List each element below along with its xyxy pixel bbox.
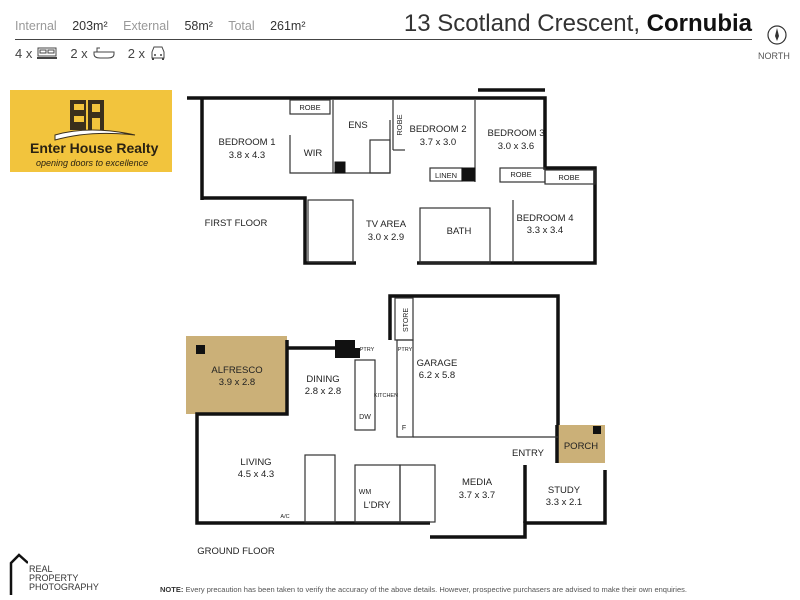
room-name: TV AREA (366, 219, 407, 230)
brand-line: PROPERTY (29, 573, 79, 583)
note-text: Every precaution has been taken to verif… (185, 585, 687, 594)
room-name: MEDIA (462, 477, 493, 488)
bathroom-count: 2 x (70, 45, 88, 61)
car-count: 2 x (127, 45, 146, 61)
external-value: 58m² (184, 19, 213, 33)
room-size: 3.0 x 2.9 (368, 232, 404, 243)
room-label: ENS (348, 120, 368, 131)
logo-name: Enter House Realty (30, 140, 159, 156)
washing-machine-label: WM (359, 489, 372, 496)
room-size: 3.8 x 4.3 (229, 150, 265, 161)
total-label: Total (228, 19, 255, 33)
room-size: 3.3 x 3.4 (527, 225, 563, 236)
robe-label: ROBE (299, 103, 320, 112)
property-address: 13 Scotland Crescent, Cornubia (404, 10, 752, 38)
room-label: WIR (304, 148, 323, 159)
fridge-label: F (402, 425, 406, 432)
photographer-logo: REAL PROPERTY PHOTOGRAPHY (4, 553, 99, 597)
room-name: GARAGE (417, 358, 458, 369)
room-name: DINING (306, 374, 339, 385)
robe-label: ROBE (395, 114, 404, 135)
ac-label: A/C (280, 514, 289, 520)
room-size: 3.0 x 3.6 (498, 141, 534, 152)
room-name: BEDROOM 1 (218, 137, 275, 148)
external-label: External (123, 19, 169, 33)
kitchen-label: KITCHEN (374, 393, 398, 399)
area-summary: Internal 203m² External 58m² Total 261m² (15, 19, 318, 33)
room-size: 3.7 x 3.7 (459, 490, 495, 501)
robe-label: ROBE (558, 173, 579, 182)
note-label: NOTE: (160, 585, 184, 594)
entry-label: ENTRY (512, 448, 545, 459)
room-name: BEDROOM 3 (487, 128, 544, 139)
bath-icon (93, 47, 115, 59)
room-size: 6.2 x 5.8 (419, 370, 455, 381)
disclaimer: NOTE: Every precaution has been taken to… (160, 585, 687, 594)
room-name: BEDROOM 2 (409, 124, 466, 135)
pantry-label: PTRY (398, 347, 413, 353)
room-label: BATH (447, 226, 472, 237)
room-size: 2.8 x 2.8 (305, 386, 341, 397)
bed-icon (37, 47, 58, 59)
porch-label: PORCH (564, 441, 598, 452)
car-icon (151, 46, 165, 60)
logo-tagline: opening doors to excellence (36, 158, 149, 168)
house-logo-icon (54, 100, 136, 141)
internal-value: 203m² (72, 19, 108, 33)
feature-counts: 4 x 2 x 2 x (15, 45, 167, 61)
room-size: 3.3 x 2.1 (546, 497, 582, 508)
bedroom-count: 4 x (15, 45, 33, 61)
room-size: 3.9 x 2.8 (219, 377, 255, 388)
robe-label: ROBE (510, 170, 531, 179)
laundry-label: L'DRY (364, 500, 392, 511)
room-size: 4.5 x 4.3 (238, 469, 274, 480)
north-label: NORTH (758, 51, 790, 61)
store-label: STORE (403, 308, 410, 332)
brand-line: REAL (29, 564, 53, 574)
north-arrow-icon (767, 25, 787, 45)
ground-floor-plan (186, 294, 607, 539)
roof-icon (9, 553, 28, 595)
agency-logo: Enter House Realty opening doors to exce… (10, 90, 172, 172)
room-name: ALFRESCO (211, 365, 262, 376)
street-address: 13 Scotland Crescent, (403, 10, 640, 37)
first-floor-plan (187, 88, 597, 265)
pantry-label: PTRY (360, 347, 375, 353)
room-name: STUDY (548, 485, 581, 496)
suburb: Cornubia (646, 10, 752, 37)
floor-title: GROUND FLOOR (197, 546, 275, 557)
room-name: BEDROOM 4 (516, 213, 573, 224)
internal-label: Internal (15, 19, 57, 33)
dishwasher-label: DW (359, 414, 371, 421)
room-size: 3.7 x 3.0 (420, 137, 456, 148)
room-name: LIVING (240, 457, 271, 468)
floor-title: FIRST FLOOR (205, 218, 268, 229)
brand-line: PHOTOGRAPHY (29, 582, 99, 592)
linen-label: LINEN (435, 171, 457, 180)
total-value: 261m² (270, 19, 306, 33)
header-divider (15, 39, 752, 40)
